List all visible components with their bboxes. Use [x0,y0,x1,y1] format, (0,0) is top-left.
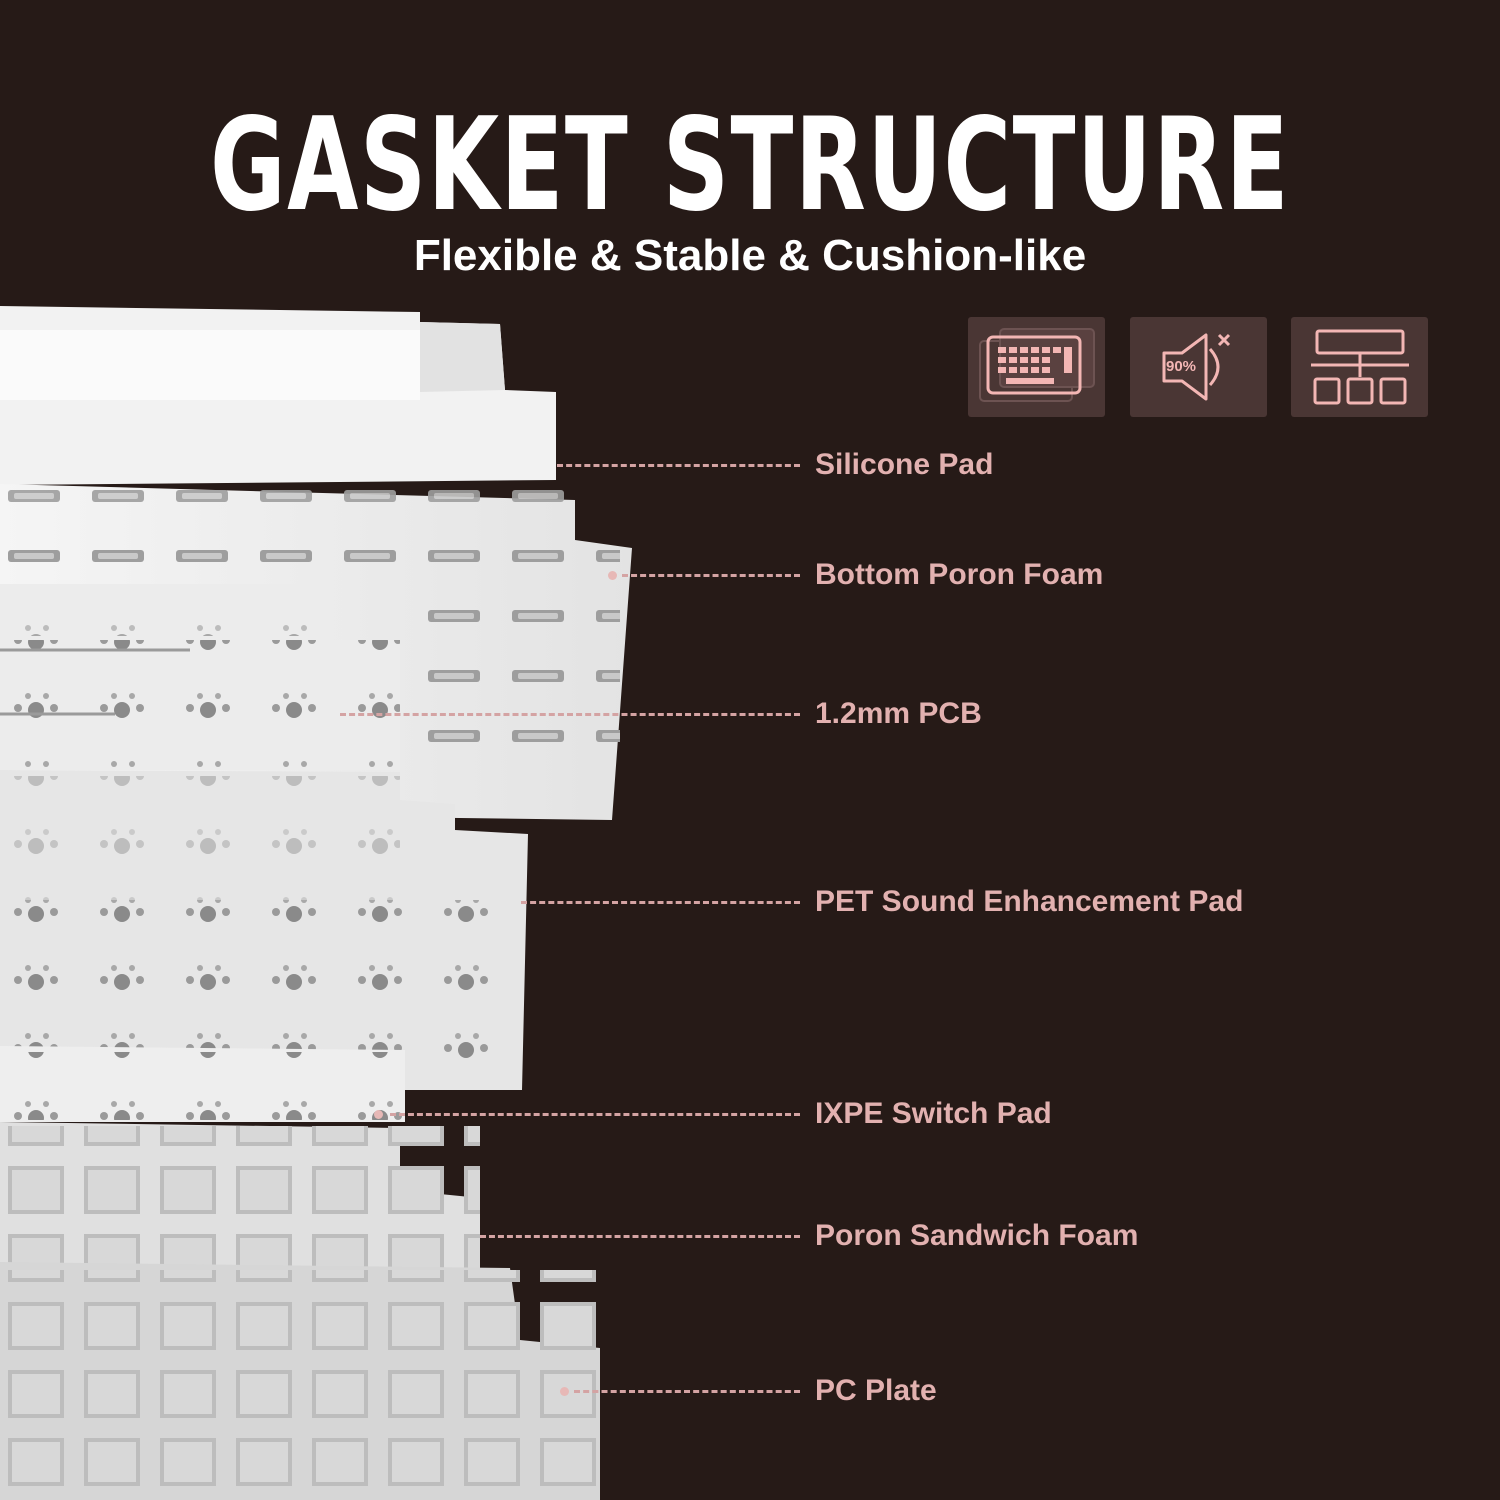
layer-label-text: Poron Sandwich Foam [815,1219,1139,1252]
stacked-keyboard-icon [979,328,1095,402]
layer-label-silicone-pad: Silicone Pad [0,445,1500,485]
layer-label-text: 1.2mm PCB [815,697,982,730]
leader-dot [374,1110,383,1119]
muted-speaker-icon [1162,333,1231,401]
leader-dot [608,571,617,580]
feature-icon-structure [1291,317,1428,417]
leader-line [340,713,800,716]
layer-label-text: Silicone Pad [815,448,994,481]
feature-icon-sound: 90% [1130,317,1267,417]
leader-dot [560,1387,569,1396]
leader-line [390,1113,800,1116]
layer-label-pcb: 1.2mm PCB [0,694,1500,734]
layer-label-pc-plate: PC Plate [0,1371,1500,1411]
layer-label-bottom-poron-foam: Bottom Poron Foam [0,555,1500,595]
layer-label-pet-sound-pad: PET Sound Enhancement Pad [0,882,1500,922]
leader-line [557,464,800,467]
page-subtitle: Flexible & Stable & Cushion-like [413,231,1087,280]
layer-label-poron-sandwich-foam: Poron Sandwich Foam [0,1216,1500,1256]
layered-structure-icon [1311,329,1409,405]
layer-label-text: PET Sound Enhancement Pad [815,885,1244,918]
leader-line [622,574,800,577]
page-title: GASKET STRUCTURE [210,91,1290,240]
feature-icon-keyboard [968,317,1105,417]
layer-label-ixpe-switch-pad: IXPE Switch Pad [0,1094,1500,1134]
leader-line [574,1390,800,1393]
layer-label-text: Bottom Poron Foam [815,558,1104,591]
sound-reduction-value: 90% [1166,358,1197,375]
layer-label-text: PC Plate [815,1374,937,1407]
leader-line [521,901,800,904]
layer-label-text: IXPE Switch Pad [815,1097,1052,1130]
leader-line [480,1235,800,1238]
